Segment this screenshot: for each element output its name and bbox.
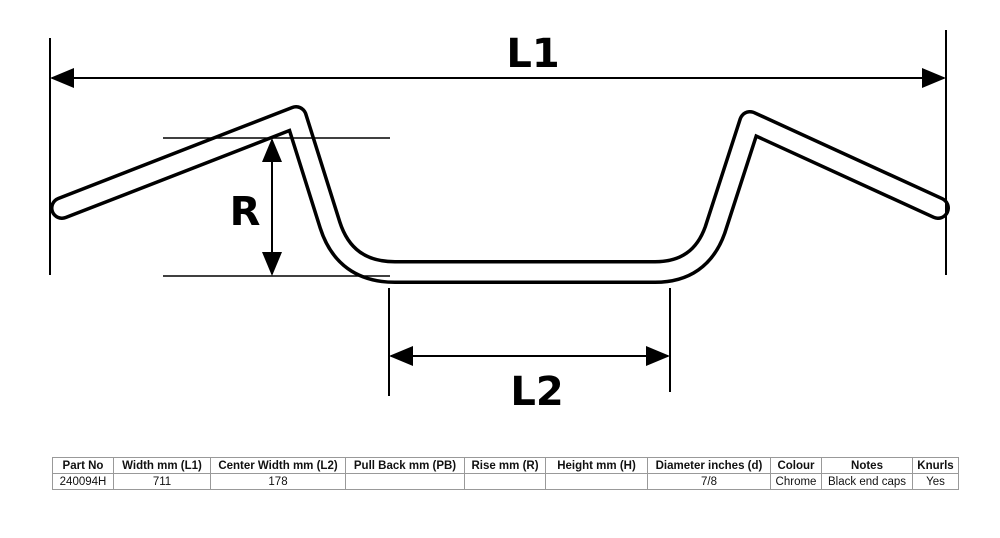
r-dimension <box>163 137 390 277</box>
table-header-row: Part No Width mm (L1) Center Width mm (L… <box>52 457 959 474</box>
header-cell: Colour <box>770 457 822 474</box>
table-row: 240094H 711 178 7/8 Chrome Black end cap… <box>52 473 959 490</box>
l2-dimension <box>388 288 671 396</box>
cell: 711 <box>113 473 211 490</box>
header-cell: Width mm (L1) <box>113 457 211 474</box>
r-label: R <box>230 189 261 235</box>
header-cell: Pull Back mm (PB) <box>345 457 465 474</box>
header-cell: Diameter inches (d) <box>647 457 771 474</box>
cell: Black end caps <box>821 473 913 490</box>
spec-table: Part No Width mm (L1) Center Width mm (L… <box>52 457 959 490</box>
handlebar-diagram: L1 R L2 <box>49 30 950 415</box>
l1-dimension <box>49 30 947 275</box>
cell: Yes <box>912 473 959 490</box>
cell <box>464 473 546 490</box>
cell <box>545 473 648 490</box>
cell: 7/8 <box>647 473 771 490</box>
l1-label: L1 <box>506 31 559 77</box>
cell: 178 <box>210 473 346 490</box>
header-cell: Height mm (H) <box>545 457 648 474</box>
l2-label: L2 <box>510 369 563 415</box>
cell: 240094H <box>52 473 114 490</box>
header-cell: Part No <box>52 457 114 474</box>
handlebar-shape <box>50 105 950 284</box>
header-cell: Notes <box>821 457 913 474</box>
header-cell: Center Width mm (L2) <box>210 457 346 474</box>
cell: Chrome <box>770 473 822 490</box>
header-cell: Knurls <box>912 457 959 474</box>
cell <box>345 473 465 490</box>
header-cell: Rise mm (R) <box>464 457 546 474</box>
